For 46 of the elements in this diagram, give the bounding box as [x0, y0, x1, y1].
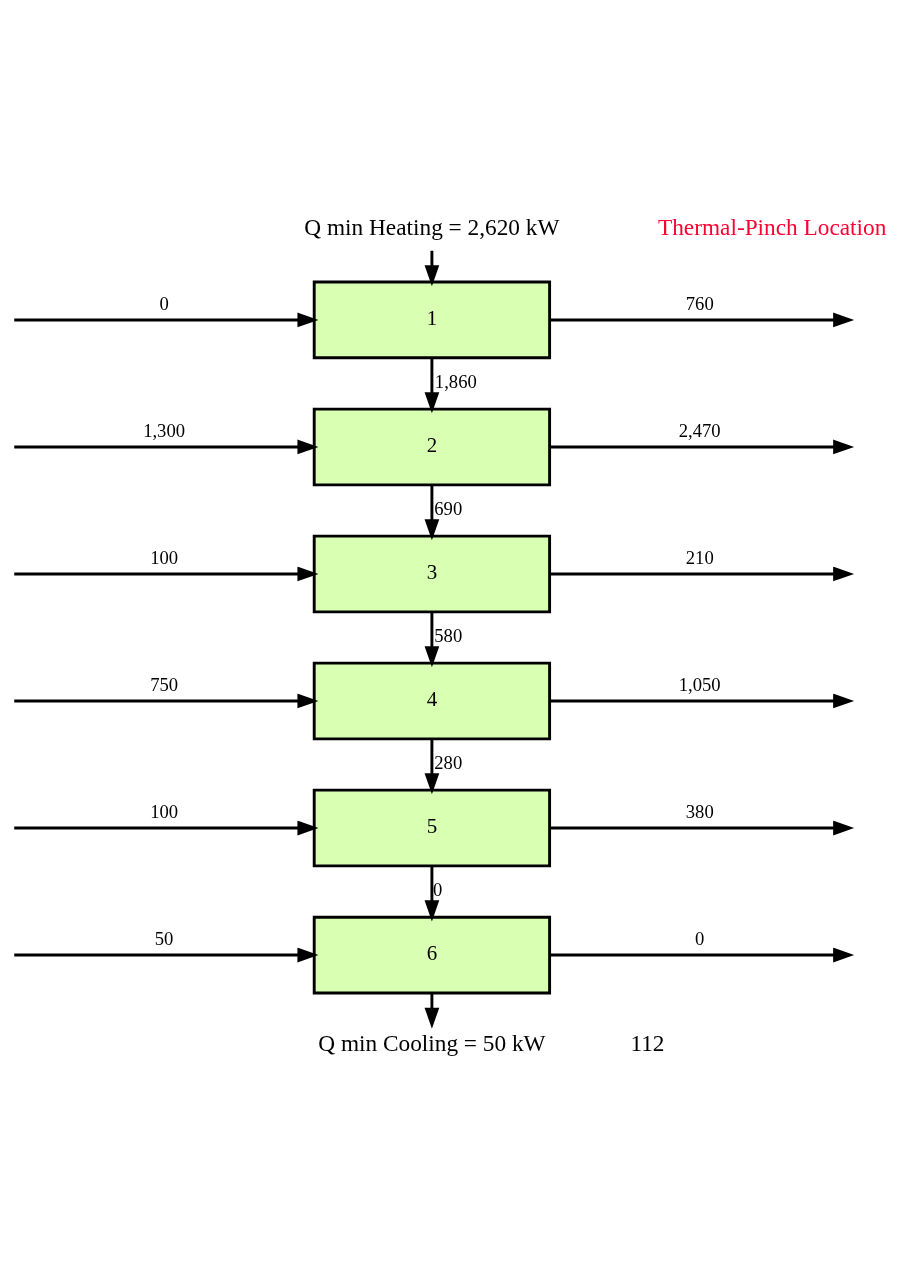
edge-label: 210	[685, 547, 714, 569]
edge-label: 50	[154, 928, 174, 950]
label: Thermal-Pinch Location	[658, 214, 887, 241]
arrow	[14, 947, 319, 963]
node-text: Q min Cooling = 50 kW	[318, 1030, 546, 1057]
arrow	[424, 865, 440, 922]
arrow	[424, 611, 440, 668]
node-box: 4	[312, 661, 552, 741]
edge-label: 690	[434, 497, 463, 519]
arrow	[14, 693, 319, 709]
arrow	[14, 439, 319, 455]
arrow	[550, 820, 855, 836]
arrow	[14, 566, 319, 582]
arrow	[550, 566, 855, 582]
node-box: 5	[312, 788, 552, 868]
arrow	[14, 820, 319, 836]
label: 112	[630, 1030, 665, 1057]
edge-label: 100	[150, 801, 179, 823]
arrow	[14, 312, 319, 328]
arrow	[424, 357, 440, 414]
arrow	[424, 993, 440, 1029]
arrow	[424, 738, 440, 795]
arrow	[550, 947, 855, 963]
edge-label: 1,050	[678, 674, 721, 696]
arrow	[550, 312, 855, 328]
edge-label: 1,860	[434, 370, 477, 392]
edge-label: 760	[685, 293, 714, 315]
edge-label: 380	[685, 801, 714, 823]
node-box: 2	[312, 407, 552, 487]
arrow	[424, 484, 440, 541]
edge-label: 1,300	[143, 420, 186, 442]
arrow	[550, 693, 855, 709]
edge-label: 0	[695, 928, 705, 950]
arrow	[550, 439, 855, 455]
arrow	[424, 250, 440, 287]
edge-label: 2,470	[678, 420, 721, 442]
node-box: 6	[312, 915, 552, 995]
edge-label: 580	[434, 624, 463, 646]
edge-label: 100	[150, 547, 179, 569]
node-box: 1	[312, 280, 552, 360]
edge-label: 0	[159, 293, 169, 315]
edge-label: 280	[434, 751, 463, 773]
node-text: Q min Heating = 2,620 kW	[304, 214, 560, 241]
edge-label: 0	[433, 878, 443, 900]
node-box: 3	[312, 534, 552, 614]
edge-label: 750	[150, 674, 179, 696]
